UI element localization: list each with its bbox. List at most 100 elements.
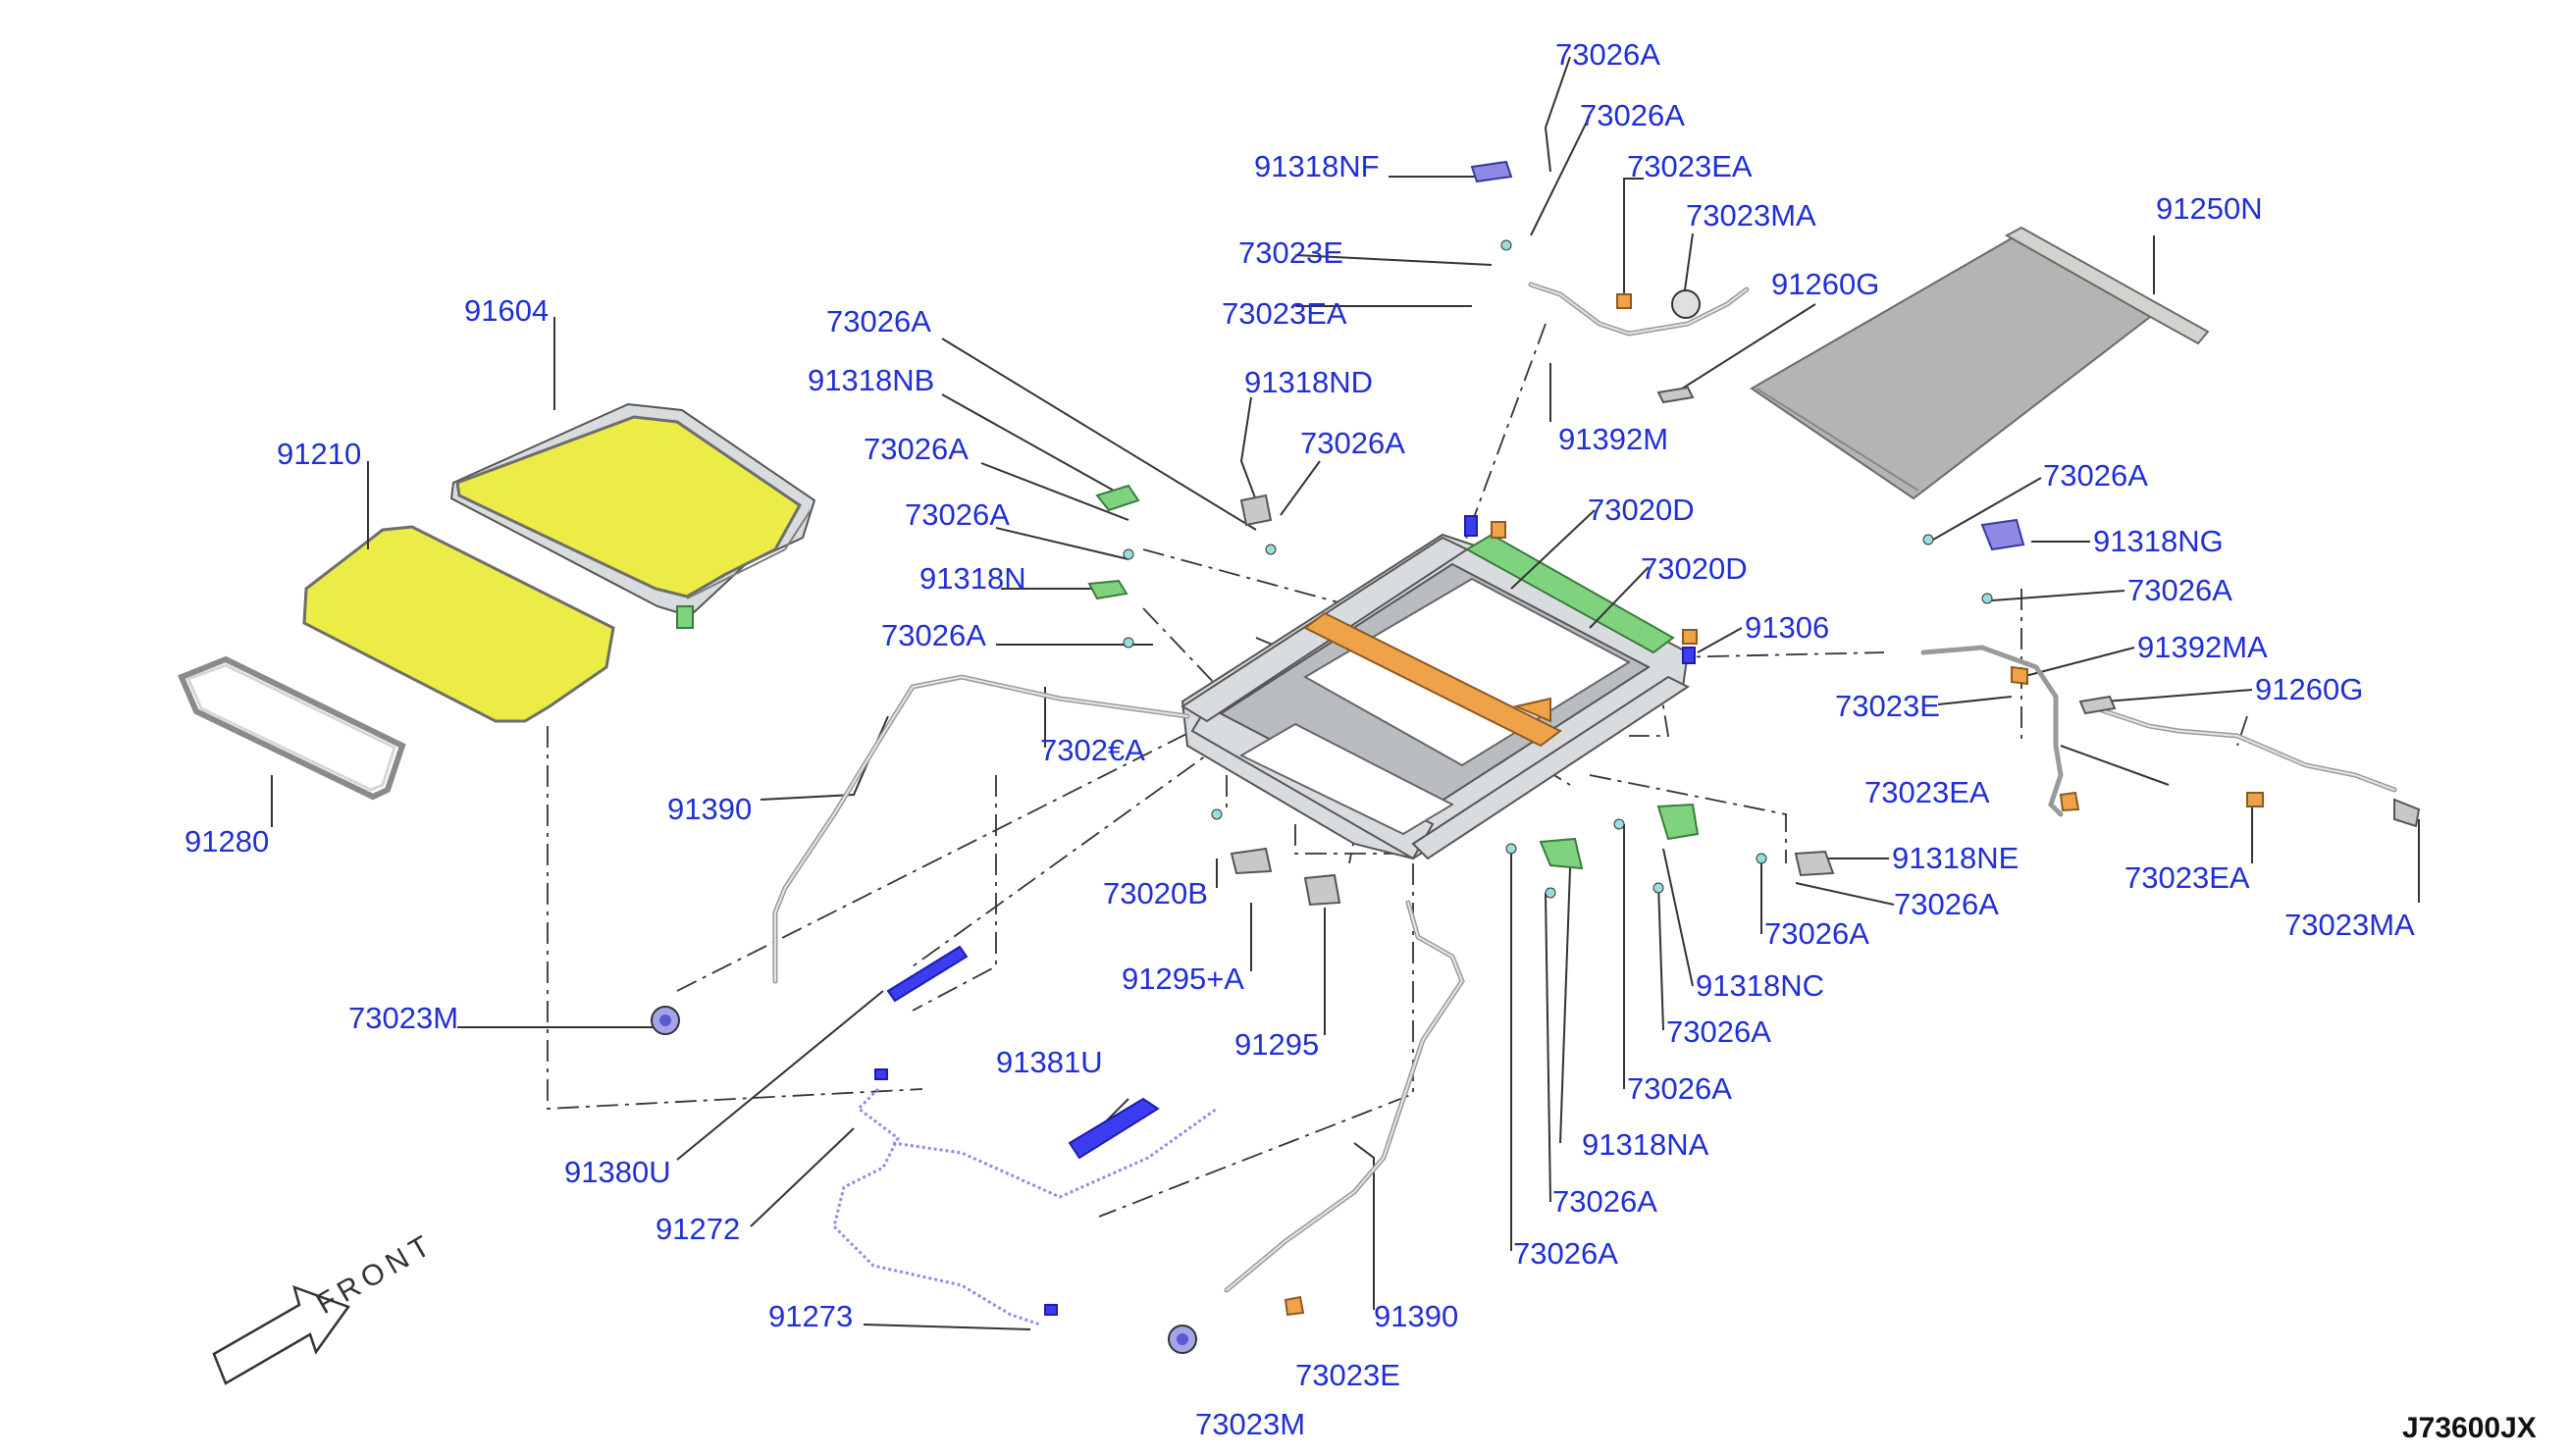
part-label: 73023EA [1864,775,1990,809]
bracket-91318nf [1470,160,1513,183]
part-label: 91381U [996,1045,1103,1079]
part-label: 73026A [881,618,986,652]
rear-glass-seal [686,509,812,599]
guide-end-2 [1044,1304,1058,1316]
part-label: 91273 [768,1299,853,1333]
glass-seal-frame [178,655,406,801]
leader-lines [271,56,2420,1330]
sunshade [1750,226,2210,500]
part-label: 91318NA [1582,1127,1709,1162]
part-label: 73026A [864,432,969,466]
screw-6 [1981,593,1993,604]
front-label: FRONT [311,1227,441,1321]
motor-right [2393,798,2421,828]
bracket-91318n [1087,579,1128,600]
part-label: 91392MA [2137,630,2268,664]
screw-10 [1545,887,1556,899]
front-glass-panel [302,525,615,723]
guide-rail-left [886,945,969,1003]
part-label: 91260G [1771,267,1879,301]
part-label: 73026A [1580,98,1685,132]
part-label: 91295+A [1122,962,1244,996]
rear-glass-clip [676,605,694,629]
front-cross-rail-tip [1512,697,1551,723]
frame-front-opening [1238,722,1455,836]
rear-cross-rail [1464,533,1675,654]
sunshade-roll [2004,226,2210,345]
part-label: 91280 [184,824,269,858]
front-cross-rail [1303,611,1562,748]
part-label: 73020B [1103,876,1208,910]
part-labels: 91604 91210 91280 91390 73023M 91380U 91… [184,37,2415,1441]
screw-4 [1211,808,1223,820]
screw-9 [1505,843,1517,855]
clip-73023ea-top [1616,293,1632,309]
part-label: 73026A [826,304,931,338]
screw-8 [1613,818,1625,830]
rear-glass-panel [455,415,802,598]
screw-2 [1123,637,1134,649]
part-label: 73023M [1195,1407,1305,1441]
part-label: 91306 [1745,610,1829,645]
sunshade-edge [1756,388,1919,492]
part-label: 73026A [1552,1184,1657,1219]
part-label: 73026A [2127,573,2232,607]
components [651,160,2421,1354]
motor-bottom-hub [1177,1333,1188,1345]
front-arrow-icon [212,1284,350,1385]
part-label: 91250N [2156,191,2263,226]
clip-73023e-bottom [1284,1295,1305,1317]
part-label: 91295 [1234,1027,1319,1062]
guide-end-1 [874,1068,888,1080]
part-label: 91390 [667,792,752,826]
stopper-73020b-2 [1303,873,1341,907]
part-label: 73026A [1666,1014,1771,1049]
glass-panels [302,402,816,723]
diagram-code: J73600JX [2402,1412,2537,1444]
frame-rear-opening [1302,577,1632,767]
clip-73023e-right [2011,665,2028,686]
bracket-91318nc [1656,803,1700,841]
plate-91260g-right [2078,695,2117,715]
screw-1 [1123,548,1134,560]
frame-guide-block [1464,515,1478,537]
sunroof-frame [1180,515,1698,860]
part-label: 91210 [277,437,361,471]
part-label: 91318NE [1892,841,2019,875]
clip-73023ea-far [2246,792,2264,807]
part-label: 73020D [1641,551,1748,586]
clip-73023ea-right [2059,791,2080,812]
guide-rail-right [1068,1097,1160,1160]
motor-top [1671,289,1701,319]
frame-guide-block-4 [1682,629,1698,645]
part-label: 73023E [1238,235,1343,270]
part-label: 73026A [1513,1236,1618,1271]
part-label: 73026A [1300,426,1405,460]
part-label: 91390 [1374,1299,1458,1333]
frame-guide-block-3 [1491,521,1506,539]
frame-guide-block-2 [1682,647,1696,664]
part-label: 91318ND [1244,365,1373,399]
screw-12 [1500,239,1512,251]
screw-3 [1265,544,1277,555]
bracket-91318ne [1794,850,1835,877]
part-label: 91380U [564,1155,671,1189]
part-label: 73026A [1555,37,1660,72]
part-label: 91318NB [808,363,934,397]
part-label: 73023EA [1222,296,1347,331]
bracket-91318nb [1095,484,1140,512]
part-label: 91260G [2255,672,2363,706]
part-label: 91604 [464,293,549,328]
frame-right-rail [1411,675,1690,860]
motor-left-hub [659,1014,671,1026]
part-label: 73026A [1764,916,1869,951]
bracket-91318nd [1239,494,1273,527]
part-label: 91318NF [1254,149,1380,183]
screw-7 [1756,853,1767,864]
bracket-91318na [1539,837,1584,870]
part-label: 73023E [1835,689,1940,723]
front-direction-indicator: FRONT [212,1227,441,1385]
part-label: 91392M [1558,422,1668,456]
part-label: 91318NG [2093,524,2224,558]
